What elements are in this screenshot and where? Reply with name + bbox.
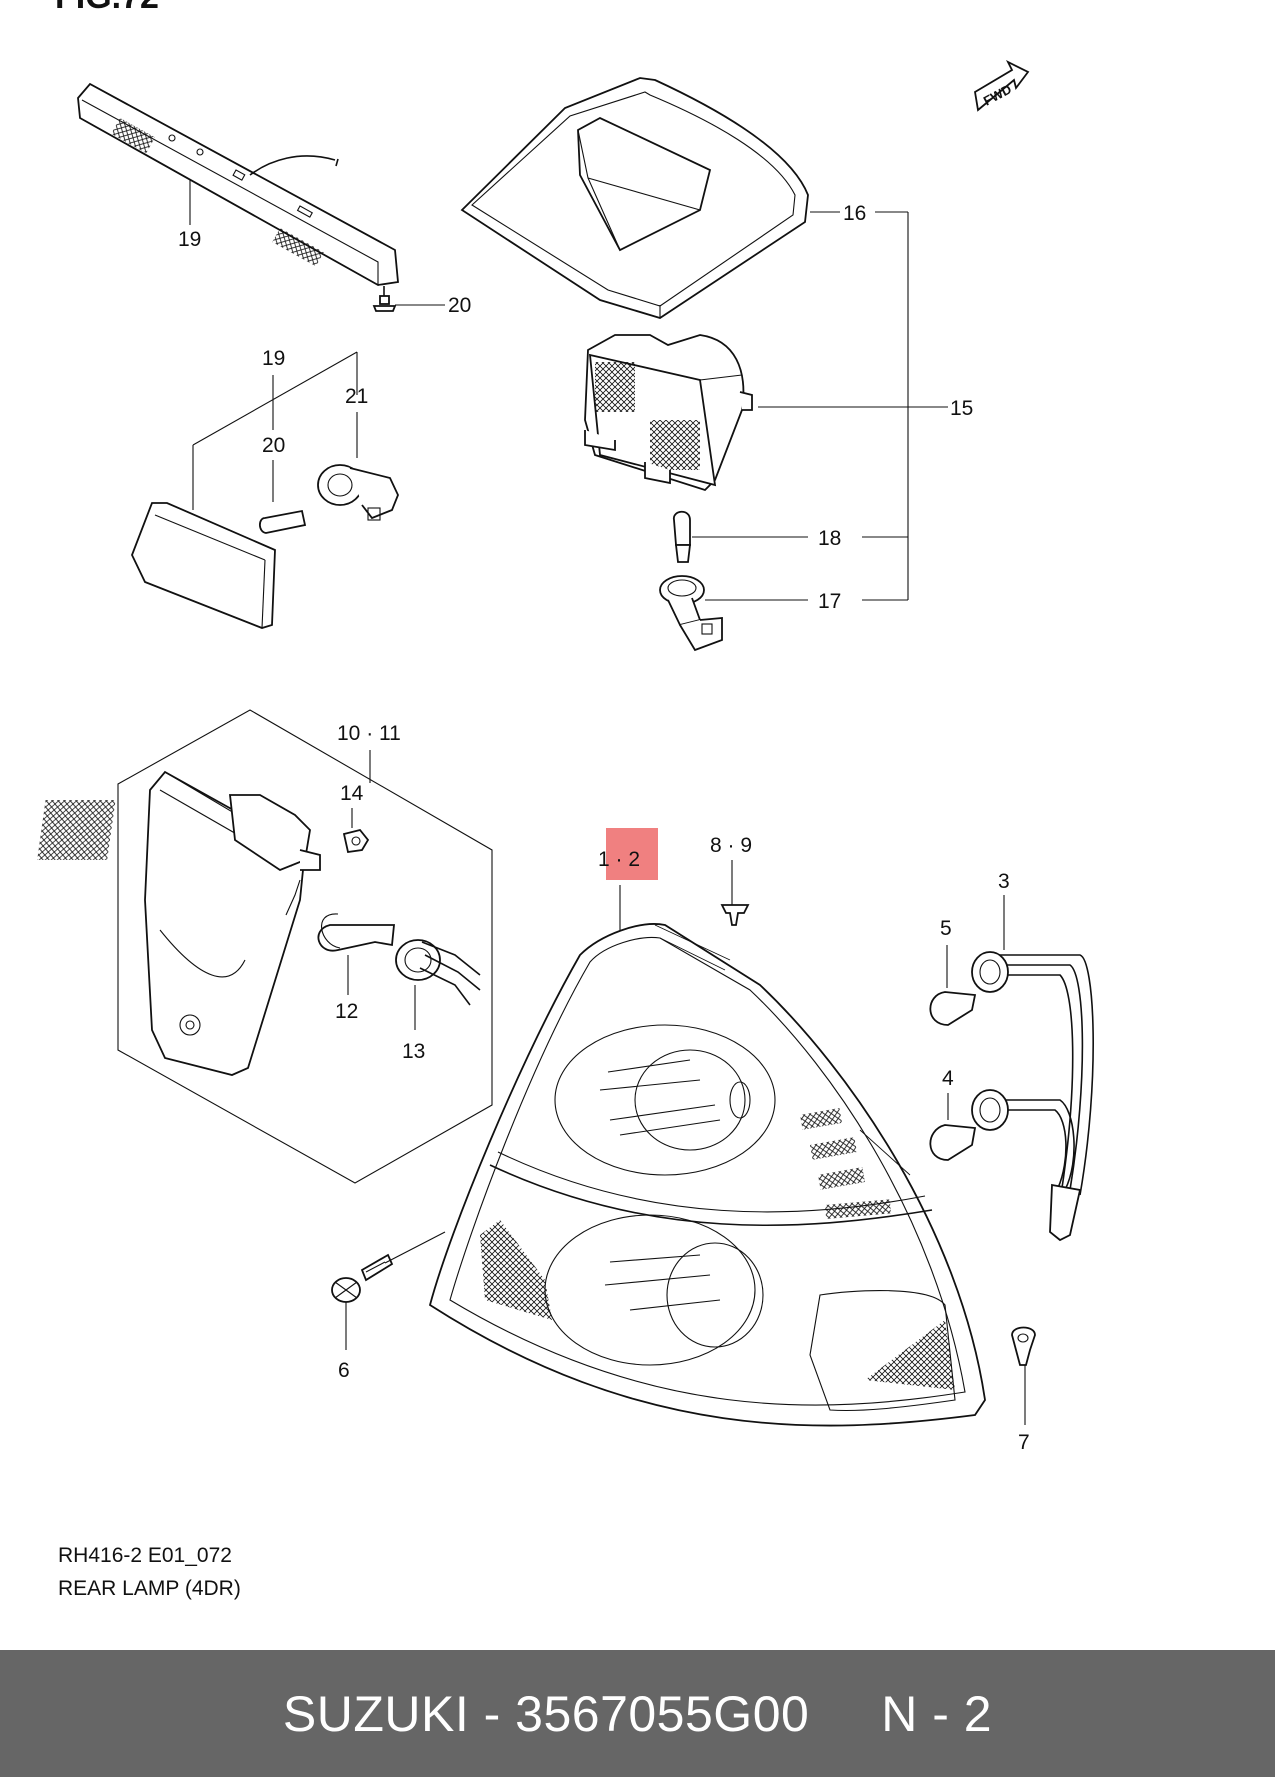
nut-icon [342,828,370,854]
callout-19-top: 19 [178,228,201,251]
fwd-arrow-icon: FWD [974,59,1030,112]
callout-5: 5 [940,917,952,940]
grommet-icon [1011,1326,1036,1366]
callout-20-top: 20 [448,294,471,317]
callout-highlight [606,828,658,880]
rear-combination-lamp [428,923,986,1427]
callout-8-9: 8 · 9 [710,834,752,857]
callout-13: 13 [402,1040,425,1063]
wedge-bulb-4-icon [929,1124,977,1161]
wedge-bulb-icon [673,510,692,563]
high-mount-lamp-body [584,334,753,492]
bulb-socket-4-icon [971,1089,1009,1131]
callout-19-mid: 19 [262,347,285,370]
callout-7: 7 [1018,1431,1030,1454]
wedge-bulb-small-icon [258,509,307,534]
high-mount-lamp-lens [131,502,276,629]
part-number-text: SUZUKI - 3567055G00 N - 2 [282,1685,993,1742]
side-lamp-assembly [37,770,321,1076]
callout-4: 4 [942,1067,954,1090]
figure-label: FIG.72 [55,0,159,16]
wiring-harness [990,954,1094,1242]
bulb-socket-3-icon [971,951,1009,993]
wedge-bulb-5-icon [929,991,977,1026]
callout-15: 15 [950,397,973,420]
parts-diagram: FIG.72 FWD 19 20 16 [37,0,1094,1600]
callout-1-2: 1 · 2 [598,848,640,871]
spoiler-housing [460,77,809,319]
callout-6: 6 [338,1359,350,1382]
callout-3: 3 [998,870,1010,893]
round-bulb-icon [317,913,395,952]
callout-10-11: 10 · 11 [337,722,401,745]
callout-20-mid: 20 [262,434,285,457]
callout-12: 12 [335,1000,358,1023]
callout-16: 16 [843,202,866,225]
diagram-title: REAR LAMP (4DR) [58,1577,241,1600]
callout-21: 21 [345,385,368,408]
diagram-code: RH416-2 E01_072 [58,1544,232,1567]
side-lamp-outline-frame [117,709,493,1184]
bulb-socket-icon [659,575,723,652]
clip-icon [720,904,750,926]
bulb-socket-wired-icon [395,939,481,1006]
part-number-banner: SUZUKI - 3567055G00 N - 2 [0,1650,1275,1777]
callout-14: 14 [340,782,364,805]
high-mount-lamp-bar [77,82,399,286]
bulb-socket-small-icon [317,464,399,521]
lamp-screw-icon [331,1253,394,1303]
screw-icon [372,286,397,312]
callout-18: 18 [818,527,841,550]
callout-17: 17 [818,590,841,613]
